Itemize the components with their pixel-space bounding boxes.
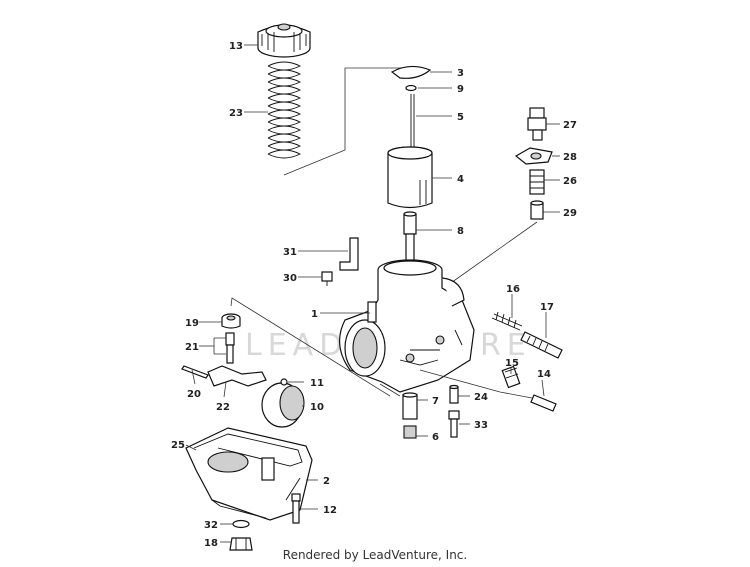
callout-27: 27 — [563, 120, 577, 131]
part-32-gasket — [232, 519, 250, 529]
callout-1: 1 — [311, 309, 318, 320]
part-17-idle-screw — [520, 331, 563, 359]
part-33-jet — [448, 410, 460, 438]
assembly-line-29 — [447, 221, 538, 286]
callout-29: 29 — [563, 208, 577, 219]
callout-22: 22 — [216, 402, 230, 413]
callout-28: 28 — [563, 152, 577, 163]
assembly-line-spring — [283, 67, 412, 176]
callout-10: 10 — [310, 402, 324, 413]
part-13-top-cap — [257, 23, 311, 58]
callout-20: 20 — [187, 389, 201, 400]
callout-30: 30 — [283, 273, 297, 284]
callout-18: 18 — [204, 538, 218, 549]
callout-3: 3 — [457, 68, 464, 79]
part-4-throttle-slide — [387, 146, 433, 209]
part-22-float-arm — [207, 365, 267, 387]
part-7-needle-jet-holder — [402, 392, 418, 420]
callout-32: 32 — [204, 520, 218, 531]
part-27-fitting — [527, 107, 547, 141]
callout-14: 14 — [537, 369, 551, 380]
callout-23: 23 — [229, 108, 243, 119]
callout-12: 12 — [323, 505, 337, 516]
callout-4: 4 — [457, 174, 464, 185]
callout-21: 21 — [185, 342, 199, 353]
callout-31: 31 — [283, 247, 297, 258]
callout-2: 2 — [323, 476, 330, 487]
callout-19: 19 — [185, 318, 199, 329]
part-6-main-jet — [403, 425, 417, 439]
part-18-drain-plug — [229, 537, 253, 551]
callout-24: 24 — [474, 392, 488, 403]
leader-lines — [185, 44, 560, 543]
callout-16: 16 — [506, 284, 520, 295]
part-30-screw — [321, 271, 333, 286]
assembly-line-14 — [419, 369, 533, 399]
callout-26: 26 — [563, 176, 577, 187]
callout-9: 9 — [457, 84, 464, 95]
part-31-bracket — [339, 237, 359, 271]
part-26-spring — [529, 169, 545, 195]
callout-11: 11 — [310, 378, 324, 389]
part-11-pin — [280, 378, 288, 386]
part-8-needle-jet — [403, 211, 417, 263]
callout-8: 8 — [457, 226, 464, 237]
callout-7: 7 — [432, 396, 439, 407]
part-9-clip — [405, 84, 417, 92]
callout-25: 25 — [171, 440, 185, 451]
callout-labels: 13 23 3 9 5 4 8 27 28 26 29 31 30 1 16 1… — [171, 41, 577, 549]
part-14-screw — [530, 394, 557, 412]
part-12-screw — [291, 493, 301, 524]
part-23-spring — [267, 61, 302, 159]
part-3-clip-plate — [390, 65, 432, 79]
part-1-carburetor-body — [339, 259, 475, 393]
callout-13: 13 — [229, 41, 243, 52]
callout-6: 6 — [432, 432, 439, 443]
part-16-spring — [491, 311, 523, 331]
part-24-jet — [449, 384, 459, 404]
part-21-pin — [225, 332, 235, 364]
part-10-float — [261, 382, 305, 428]
callout-33: 33 — [474, 420, 488, 431]
callout-15: 15 — [505, 358, 519, 369]
callout-17: 17 — [540, 302, 554, 313]
part-20-pin — [181, 365, 209, 379]
part-19-cap — [221, 313, 241, 329]
callout-5: 5 — [457, 112, 464, 123]
assembly-line-left — [230, 297, 401, 397]
footer-credit: Rendered by LeadVenture, Inc. — [282, 548, 468, 562]
part-2-float-bowl — [185, 427, 313, 521]
part-29-screw — [530, 200, 544, 220]
part-15-spring — [501, 365, 521, 389]
